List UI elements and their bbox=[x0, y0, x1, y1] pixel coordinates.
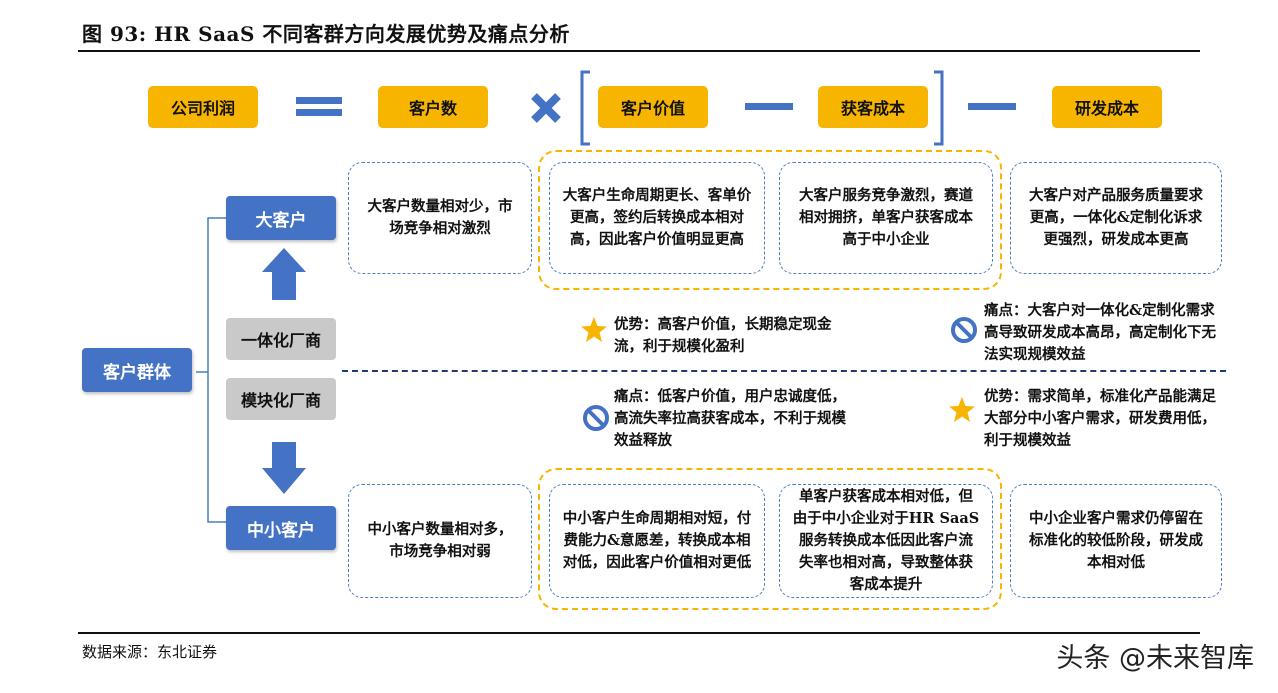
prohibited-icon bbox=[951, 317, 977, 343]
acq-cost-box: 获客成本 bbox=[818, 86, 928, 128]
prohibited-icon bbox=[583, 405, 609, 431]
figure-title: 图 93: HR SaaS 不同客群方向发展优势及痛点分析 bbox=[82, 22, 570, 46]
modular-advantage-note: 优势：需求简单，标准化产品能满足大部分中小客户需求，研发费用低，利于规模效益 bbox=[984, 388, 1216, 449]
arrow-down-icon bbox=[262, 442, 306, 494]
arrow-up-icon bbox=[262, 248, 306, 300]
value-box: 客户价值 bbox=[598, 86, 708, 128]
equals-icon bbox=[296, 97, 342, 116]
watermark: 头条 @未来智库 bbox=[1056, 643, 1254, 674]
footer-rule bbox=[78, 632, 1200, 634]
large-count-card: 大客户数量相对少，市场竞争相对激烈 bbox=[348, 162, 532, 274]
profit-box: 公司利润 bbox=[148, 86, 258, 128]
star-icon bbox=[949, 397, 975, 422]
small-rd-card: 中小企业客户需求仍停留在标准化的较低阶段，研发成本相对低 bbox=[1010, 484, 1222, 598]
small-value-acq-group bbox=[538, 468, 1002, 610]
rd-cost-box: 研发成本 bbox=[1052, 86, 1162, 128]
modular-vendor-box: 模块化厂商 bbox=[226, 378, 336, 420]
divider-line bbox=[342, 370, 1226, 372]
integrated-vendor-box: 一体化厂商 bbox=[226, 318, 336, 360]
large-value-card: 大客户生命周期更长、客单价更高，签约后转换成本相对高，因此客户价值明显更高 bbox=[549, 162, 765, 274]
star-icon bbox=[581, 317, 607, 342]
tree-connectors bbox=[196, 217, 306, 523]
small-acq-card: 单客户获客成本相对低，但由于中小企业对于HR SaaS服务转换成本低因此客户流失… bbox=[779, 484, 993, 598]
small-customer-box: 中小客户 bbox=[226, 506, 336, 550]
small-value-card: 中小客户生命周期相对短，付费能力&意愿差，转换成本相对低，因此客户价值相对更低 bbox=[549, 484, 765, 598]
large-customer-box: 大客户 bbox=[226, 196, 336, 240]
large-rd-card: 大客户对产品服务质量要求更高，一体化&定制化诉求更强烈，研发成本更高 bbox=[1010, 162, 1222, 274]
integrated-pain-note: 痛点：大客户对一体化&定制化需求高导致研发成本高昂，高定制化下无法实现规模效益 bbox=[984, 302, 1216, 363]
customers-box: 客户数 bbox=[378, 86, 488, 128]
minus-icon bbox=[745, 103, 793, 110]
bracket-group bbox=[580, 70, 944, 146]
integrated-advantage-note: 优势：高客户价值，长期稳定现金流，利于规模化盈利 bbox=[614, 316, 832, 355]
customer-group-box: 客户群体 bbox=[82, 348, 192, 392]
multiply-icon bbox=[531, 93, 561, 123]
minus-icon bbox=[968, 103, 1016, 110]
modular-pain-note: 痛点：低客户价值，用户忠诚度低，高流失率拉高获客成本，不利于规模效益释放 bbox=[614, 388, 846, 449]
source-note: 数据来源：东北证券 bbox=[82, 643, 218, 661]
large-value-acq-group bbox=[538, 150, 1002, 290]
large-acq-card: 大客户服务竞争激烈，赛道相对拥挤，单客户获客成本高于中小企业 bbox=[779, 162, 993, 274]
title-rule bbox=[78, 50, 1200, 52]
small-count-card: 中小客户数量相对多，市场竞争相对弱 bbox=[348, 484, 532, 598]
